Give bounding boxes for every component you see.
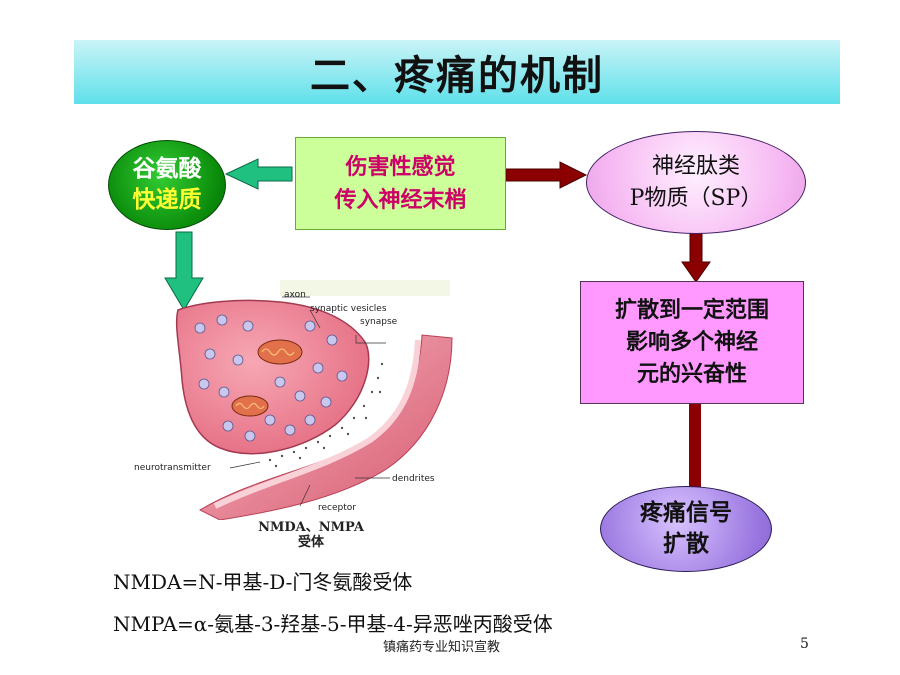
synaptic-cleft (268, 362, 384, 468)
receptor-caption-line1: NMDA、NMPA (258, 520, 364, 535)
nmda-definition: NMDA=N-甲基-D-门冬氨酸受体 (113, 570, 413, 594)
neuropeptide-line2: P物质（SP） (629, 185, 763, 211)
arrow-down-red-icon (681, 231, 711, 283)
neuropeptide-line1: 神经肽类 (651, 153, 740, 179)
injury-line1: 伤害性感觉 (345, 154, 456, 180)
spread-line1: 扩散到一定范围 (614, 297, 769, 323)
title-bar: 二、疼痛的机制 (74, 40, 840, 104)
arrow-right-icon (505, 161, 588, 189)
dendrite-inner (213, 339, 421, 509)
fast-transmitter-label: 快递质 (132, 187, 202, 213)
page-number: 5 (800, 636, 809, 652)
arrow-left-icon (224, 158, 293, 190)
label-lines (229, 296, 390, 507)
slide-title: 二、疼痛的机制 (310, 53, 604, 99)
spread-line3: 元的兴奋性 (636, 361, 747, 387)
arrow-down-green-icon (164, 231, 204, 311)
footer-text: 镇痛药专业知识宣教 (383, 640, 501, 655)
receptor-caption-line2: 受体 (297, 535, 324, 550)
spread-box: 扩散到一定范围 影响多个神经 元的兴奋性 (580, 281, 804, 404)
pain-signal-line2: 扩散 (663, 531, 709, 557)
neurotransmitter-label: neurotransmitter (134, 463, 211, 473)
dendrites-label: dendrites (392, 474, 435, 484)
nmpa-definition: NMPA=α-氨基-3-羟基-5-甲基-4-异恶唑丙酸受体 (113, 612, 553, 636)
spread-line2: 影响多个神经 (625, 329, 758, 355)
vesicles-label: synaptic vesicles (310, 304, 387, 314)
receptor-label: receptor (318, 503, 356, 513)
synapse-illustration (175, 280, 453, 520)
synaptic-vesicles (194, 314, 348, 442)
pain-signal-line1: 疼痛信号 (640, 500, 732, 526)
neuropeptide-node: 神经肽类 P物质（SP） (586, 131, 806, 234)
axon-terminal (175, 299, 370, 455)
pain-signal-node: 疼痛信号 扩散 (600, 486, 772, 572)
injury-afferent-box: 伤害性感觉 传入神经末梢 (295, 137, 506, 230)
receptor-caption: NMDA、NMPA 受体 (236, 520, 386, 550)
diagram-bg (280, 280, 450, 296)
glutamate-label: 谷氨酸 (132, 156, 202, 182)
connector-line (689, 402, 701, 488)
glutamate-node: 谷氨酸 快递质 (108, 140, 226, 230)
mitochondrion (257, 339, 303, 365)
axon-label: axon (284, 290, 306, 300)
injury-line2: 传入神经末梢 (334, 187, 467, 213)
synapse-label: synapse (360, 317, 398, 327)
